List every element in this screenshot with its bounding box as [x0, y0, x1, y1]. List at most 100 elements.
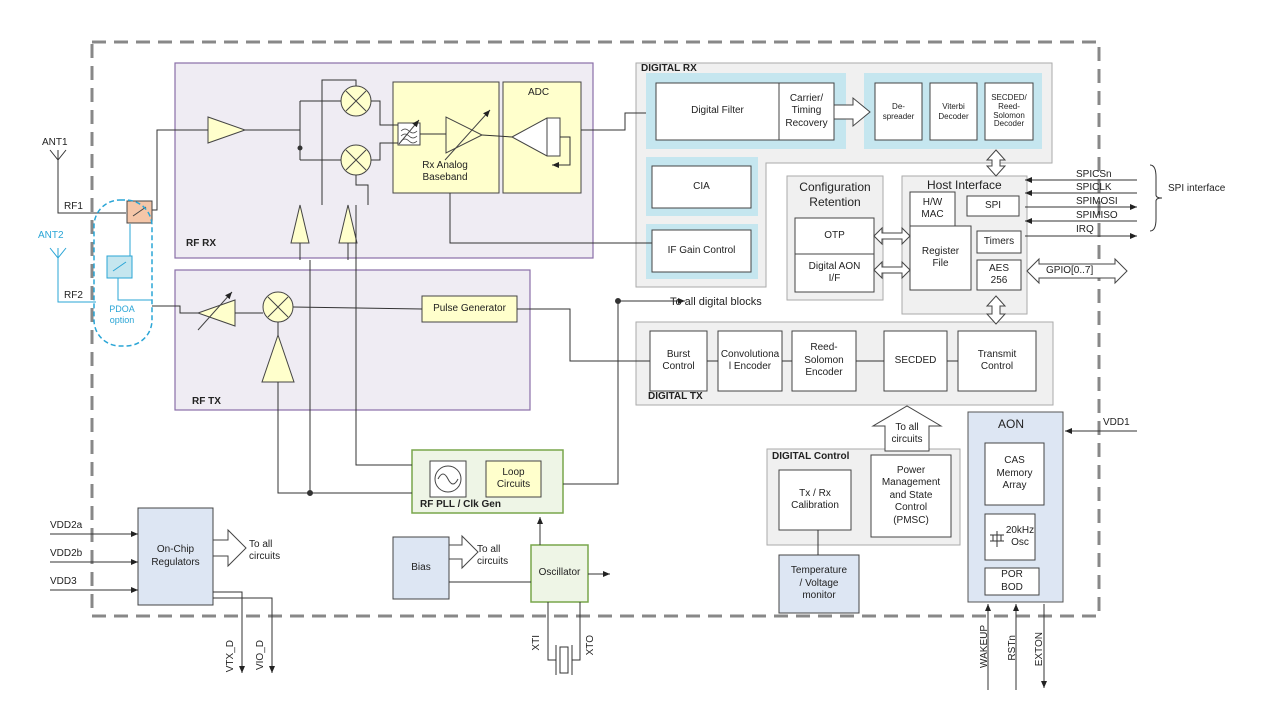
digital-aon-if-block: [794, 253, 875, 293]
spi-signal-lines: [1025, 164, 1163, 239]
pin-wakeup-label: WAKEUP: [979, 625, 990, 668]
regulators-label: On-Chip Regulators: [151, 544, 200, 568]
ant1-label: ANT1: [42, 137, 68, 148]
baseband-filter-icon: [397, 119, 421, 146]
rx-mixer-i-icon: [340, 85, 372, 117]
txrx-calibration-label: Tx / Rx Calibration: [791, 487, 839, 512]
vdd3-label: VDD3: [50, 576, 77, 587]
oscillator-label: Oscillator: [538, 567, 581, 579]
spi-interface-label: SPI interface: [1168, 183, 1226, 194]
aes-label: AES 256: [988, 262, 1009, 287]
spi-block: [966, 195, 1020, 217]
vco-sine-icon: [434, 465, 462, 493]
viterbi-label: Viterbi Decoder: [938, 101, 969, 121]
vdd1-label: VDD1: [1103, 417, 1130, 428]
regulator-wiring: [50, 531, 275, 673]
cia-block: [651, 165, 752, 209]
pin-exton-label: EXTON: [1034, 632, 1045, 667]
oscillator-block: [530, 544, 589, 603]
secded-label: SECDED: [894, 354, 937, 366]
register-file-label: Register File: [921, 245, 960, 270]
pulse-generator-label: Pulse Generator: [433, 302, 506, 314]
spi-signal-spicsn: SPICSn: [1076, 169, 1112, 180]
if-gain-control-block: [651, 229, 752, 273]
temp-voltage-label: Temperature / Voltage monitor: [790, 565, 848, 602]
to-all-digital-label: To all digital blocks: [670, 296, 762, 308]
bias-to-all-label: To all circuits: [477, 543, 509, 568]
pin-rstn-label: RSTn: [1007, 635, 1018, 661]
carrier-timing-block: [778, 82, 835, 141]
regulators-output-arrow: [212, 528, 247, 568]
despreader-label: De- spreader: [882, 101, 915, 121]
pmsc-label: Power Management and State Control (PMSC…: [881, 464, 941, 526]
osc-20khz-label: 20kHz Osc: [1005, 524, 1035, 549]
pll-title: RF PLL / Clk Gen: [420, 499, 501, 510]
rs-encoder-label: Reed- Solomon Encoder: [804, 342, 844, 379]
osc-20khz-block: [984, 513, 1036, 561]
rf-tx-panel: [174, 269, 531, 411]
host-interface-title: Host Interface: [927, 178, 1002, 192]
timers-block: [976, 230, 1022, 254]
digital-filter-block: [655, 82, 780, 141]
if-gain-label: IF Gain Control: [667, 244, 736, 256]
conv-encoder-block: [717, 330, 783, 392]
oscillator-wiring: [449, 517, 610, 661]
otp-block: [794, 217, 875, 255]
temp-voltage-block: [778, 554, 860, 614]
por-bod-label: POR BOD: [1001, 569, 1023, 593]
digital-control-title: DIGITAL Control: [772, 451, 850, 462]
secded-rs-decoder-block: [984, 82, 1034, 141]
pmsc-block: [870, 454, 952, 538]
rx-to-host-arrow: [985, 149, 1007, 177]
cas-memory-block: [984, 442, 1045, 506]
pdoa-option-label: PDOA option: [109, 303, 135, 325]
spi-signal-irq: IRQ: [1076, 224, 1094, 235]
crystal-xtal-icon: [555, 645, 573, 675]
register-file-block: [909, 225, 972, 291]
despreader-block: [874, 82, 923, 141]
carrier-timing-label: Carrier/ Timing Recovery: [785, 92, 828, 129]
rf-rx-wiring: [152, 79, 656, 260]
config-to-register-arrow-top: [873, 226, 911, 246]
digital-aon-if-label: Digital AON I/F: [808, 260, 861, 285]
conv-encoder-label: Convolutiona l Encoder: [720, 348, 780, 373]
gpio-arrow: [1026, 257, 1128, 285]
rf2-label: RF2: [64, 290, 83, 301]
hw-mac-label: H/W MAC: [921, 196, 944, 221]
bias-label: Bias: [411, 561, 431, 573]
tx-mixer-icon: [262, 291, 294, 323]
antenna-wiring: [49, 149, 126, 214]
digital-rx-title: DIGITAL RX: [641, 63, 697, 74]
crystal-20khz-icon: [990, 531, 1004, 547]
loop-circuits-label: Loop Circuits: [496, 466, 531, 491]
pdoa-option-group: [49, 199, 153, 347]
transmit-control-label: Transmit Control: [977, 348, 1017, 373]
spi-signal-spimiso: SPIMISO: [1076, 210, 1118, 221]
hw-mac-block: [909, 191, 956, 227]
bias-output-arrow: [448, 534, 479, 570]
por-bod-block: [984, 567, 1040, 596]
aes-block: [976, 259, 1022, 291]
bias-block: [392, 536, 450, 600]
otp-label: OTP: [824, 229, 845, 241]
tx-pa-gain-arrow: [197, 291, 233, 331]
host-to-tx-arrow: [985, 295, 1007, 325]
rx-baseband-label: Rx Analog Baseband: [422, 159, 468, 184]
rs-encoder-block: [791, 330, 857, 392]
xto-label: XTO: [585, 635, 596, 656]
vtx-d-label: VTX_D: [225, 640, 236, 673]
cia-label: CIA: [693, 180, 710, 192]
digital-tx-title: DIGITAL TX: [648, 391, 703, 402]
viterbi-block: [929, 82, 978, 141]
txrx-calibration-block: [778, 469, 852, 531]
vdd2b-label: VDD2b: [50, 548, 83, 559]
gpio-label: GPIO[0..7]: [1046, 265, 1094, 276]
burst-control-label: Burst Control: [662, 348, 695, 373]
rx-data-arrow: [833, 96, 871, 128]
aon-title: AON: [998, 417, 1025, 431]
to-all-circuits-arrow: [871, 405, 943, 452]
rf-switch-contact: [132, 206, 147, 217]
spi-signal-spiclk: SPICLK: [1076, 182, 1112, 193]
xti-label: XTI: [531, 635, 542, 651]
vdd2a-label: VDD2a: [50, 520, 83, 531]
